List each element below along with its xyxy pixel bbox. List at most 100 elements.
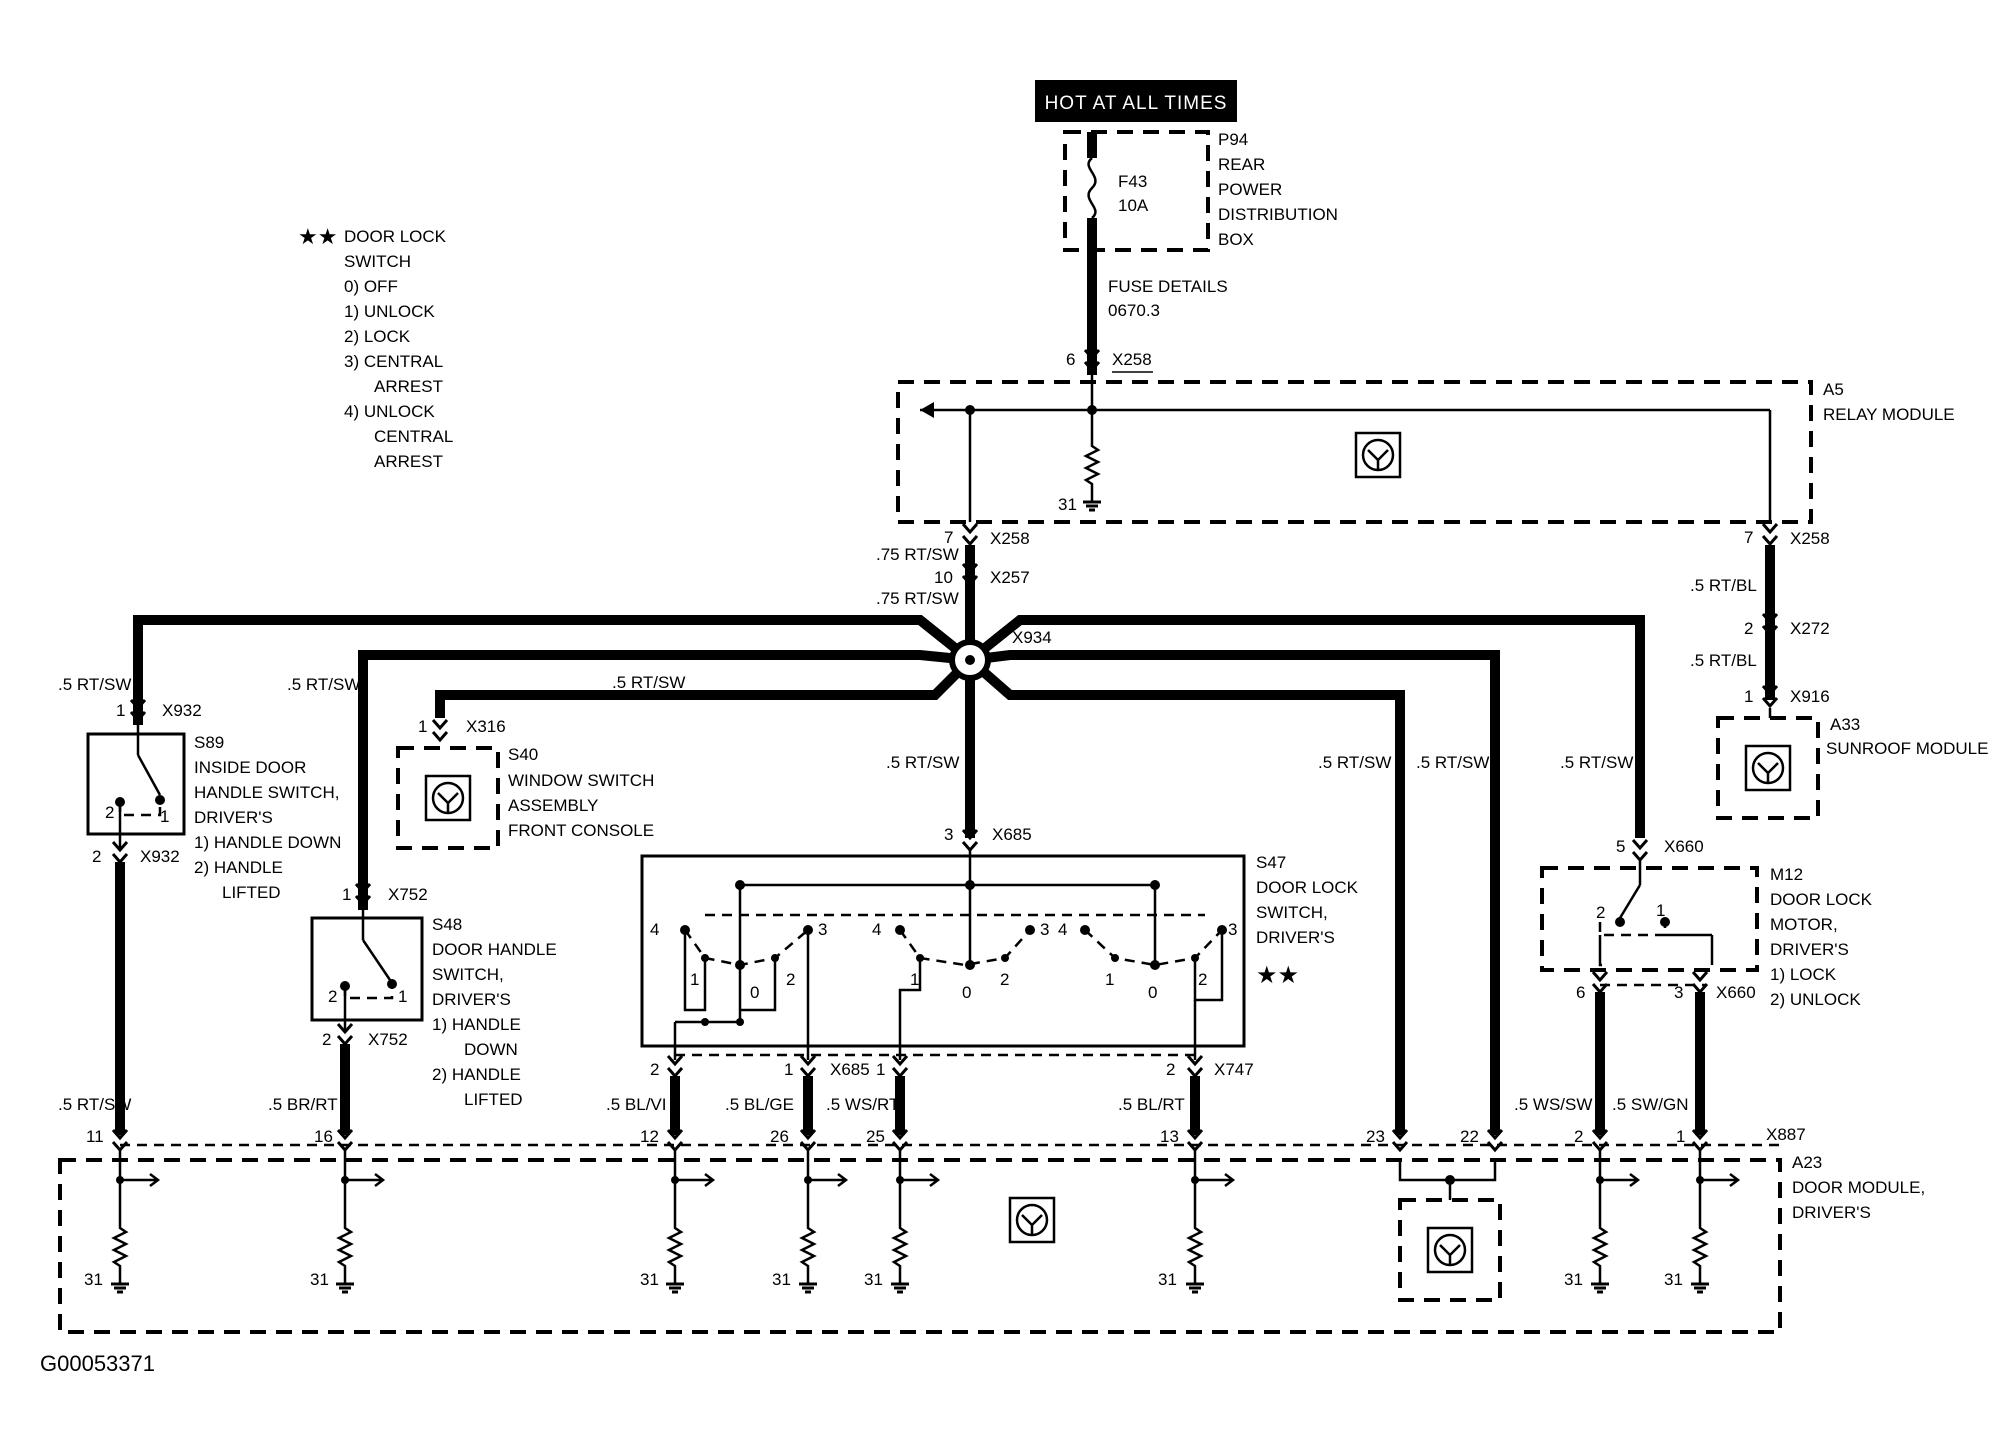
door-lock-switch-s47: 3 X685 4 3 1 0 2 4 3 1 [640, 825, 1359, 1060]
svg-text:X258: X258 [1790, 529, 1830, 548]
door-lock-switch-outputs: 2 1 X685 1 2 X747 .5 BL/VI .5 BL/GE .5 W… [58, 1053, 1254, 1135]
svg-text:2: 2 [786, 970, 795, 989]
svg-text:7: 7 [944, 528, 953, 547]
svg-text:3: 3 [1228, 920, 1237, 939]
svg-text:INSIDE DOOR: INSIDE DOOR [194, 758, 306, 777]
svg-text:2) HANDLE: 2) HANDLE [194, 858, 283, 877]
svg-text:.5 SW/GN: .5 SW/GN [1612, 1095, 1689, 1114]
svg-text:BOX: BOX [1218, 230, 1254, 249]
svg-text:31: 31 [640, 1270, 659, 1289]
svg-text:P94: P94 [1218, 130, 1248, 149]
fuse-rating: 10A [1118, 196, 1149, 215]
hot-at-all-times-banner: HOT AT ALL TIMES [1035, 80, 1237, 122]
svg-text:ASSEMBLY: ASSEMBLY [508, 796, 598, 815]
svg-text:X272: X272 [1790, 619, 1830, 638]
svg-text:POWER: POWER [1218, 180, 1282, 199]
svg-text:.5 BL/GE: .5 BL/GE [725, 1095, 794, 1114]
svg-text:31: 31 [310, 1270, 329, 1289]
svg-text:S40: S40 [508, 745, 538, 764]
svg-text:1) UNLOCK: 1) UNLOCK [344, 302, 435, 321]
svg-text:16: 16 [314, 1127, 333, 1146]
svg-text:26: 26 [770, 1127, 789, 1146]
svg-text:X932: X932 [140, 847, 180, 866]
svg-text:S48: S48 [432, 915, 462, 934]
svg-text:CENTRAL: CENTRAL [374, 427, 453, 446]
svg-text:X316: X316 [466, 717, 506, 736]
svg-text:.5 RT/SW: .5 RT/SW [1560, 753, 1633, 772]
svg-text:X747: X747 [1214, 1060, 1254, 1079]
svg-text:13: 13 [1160, 1127, 1179, 1146]
svg-text:S47: S47 [1256, 853, 1286, 872]
svg-text:0670.3: 0670.3 [1108, 301, 1160, 320]
fuse-box-p94: F43 10A P94 REAR POWER DISTRIBUTION BOX … [1063, 130, 1338, 375]
svg-text:2: 2 [328, 987, 337, 1006]
svg-text:DRIVER'S: DRIVER'S [1256, 928, 1335, 947]
svg-text:.5 BL/VI: .5 BL/VI [606, 1095, 666, 1114]
svg-text:.5 RT/SW: .5 RT/SW [886, 753, 959, 772]
svg-text:2) UNLOCK: 2) UNLOCK [1770, 990, 1861, 1009]
svg-text:X916: X916 [1790, 687, 1830, 706]
svg-text:1: 1 [784, 1060, 793, 1079]
svg-text:.5 WS/RT: .5 WS/RT [826, 1095, 899, 1114]
svg-text:2: 2 [322, 1030, 331, 1049]
svg-text:X887: X887 [1766, 1125, 1806, 1144]
svg-text:★★: ★★ [298, 224, 337, 249]
svg-text:3: 3 [1674, 983, 1683, 1002]
inside-door-handle-switch-s89: 1 X932 2 1 2 X932 S89 INSIDE DOOR HANDLE… [86, 698, 341, 1135]
svg-text:X685: X685 [992, 825, 1032, 844]
svg-text:.5 BR/RT: .5 BR/RT [268, 1095, 338, 1114]
svg-text:2) HANDLE: 2) HANDLE [432, 1065, 521, 1084]
svg-text:2: 2 [1574, 1127, 1583, 1146]
svg-text:A5: A5 [1823, 380, 1844, 399]
svg-text:DOOR LOCK: DOOR LOCK [344, 227, 447, 246]
fuse-id: F43 [1118, 172, 1147, 191]
door-lock-switch-legend: ★★ DOOR LOCK SWITCH 0) OFF 1) UNLOCK 2) … [298, 224, 453, 471]
svg-text:REAR: REAR [1218, 155, 1265, 174]
svg-text:1: 1 [1744, 687, 1753, 706]
svg-text:SWITCH: SWITCH [344, 252, 411, 271]
svg-text:4: 4 [650, 920, 659, 939]
svg-text:1: 1 [160, 807, 169, 826]
svg-text:0: 0 [1148, 983, 1157, 1002]
svg-text:31: 31 [864, 1270, 883, 1289]
svg-text:WINDOW SWITCH: WINDOW SWITCH [508, 771, 654, 790]
svg-text:X258: X258 [1112, 350, 1152, 369]
svg-text:DOOR MODULE,: DOOR MODULE, [1792, 1178, 1925, 1197]
svg-text:X932: X932 [162, 701, 202, 720]
svg-text:M12: M12 [1770, 865, 1803, 884]
svg-text:1: 1 [910, 970, 919, 989]
svg-text:X660: X660 [1716, 983, 1756, 1002]
svg-text:SWITCH,: SWITCH, [432, 965, 504, 984]
svg-text:10: 10 [934, 568, 953, 587]
svg-text:2: 2 [1596, 903, 1605, 922]
svg-text:ARREST: ARREST [374, 452, 443, 471]
svg-text:FRONT CONSOLE: FRONT CONSOLE [508, 821, 654, 840]
door-module-a23: A23 DOOR MODULE, DRIVER'S X887 [58, 1125, 1925, 1334]
svg-text:DOOR HANDLE: DOOR HANDLE [432, 940, 557, 959]
door-handle-switch-s48: 1 X752 2 1 2 X752 S48 DOOR HANDLE SWITCH… [310, 882, 557, 1135]
svg-text:2: 2 [105, 803, 114, 822]
svg-text:DOWN: DOWN [464, 1040, 518, 1059]
svg-text:1: 1 [876, 1060, 885, 1079]
svg-text:.5 RT/SW: .5 RT/SW [612, 673, 685, 692]
svg-text:A23: A23 [1792, 1153, 1822, 1172]
svg-text:X258: X258 [990, 529, 1030, 548]
splice-x934: X934 .5 RT/SW .5 RT/SW .5 RT/SW .5 RT/SW… [58, 615, 1645, 1135]
svg-text:SUNROOF MODULE: SUNROOF MODULE [1826, 739, 1988, 758]
svg-text:22: 22 [1460, 1127, 1479, 1146]
svg-text:1: 1 [116, 701, 125, 720]
svg-text:5: 5 [1616, 837, 1625, 856]
svg-text:MOTOR,: MOTOR, [1770, 915, 1838, 934]
svg-text:2: 2 [650, 1060, 659, 1079]
svg-text:.75 RT/SW: .75 RT/SW [876, 589, 959, 608]
svg-text:★★: ★★ [1256, 962, 1299, 989]
svg-text:31: 31 [84, 1270, 103, 1289]
svg-text:X257: X257 [990, 568, 1030, 587]
svg-text:.5 RT/SW: .5 RT/SW [287, 675, 360, 694]
svg-text:6: 6 [1576, 983, 1585, 1002]
svg-text:2: 2 [1744, 619, 1753, 638]
svg-text:1) HANDLE DOWN: 1) HANDLE DOWN [194, 833, 341, 852]
svg-text:23: 23 [1366, 1127, 1385, 1146]
svg-text:DRIVER'S: DRIVER'S [1770, 940, 1849, 959]
svg-text:31: 31 [772, 1270, 791, 1289]
